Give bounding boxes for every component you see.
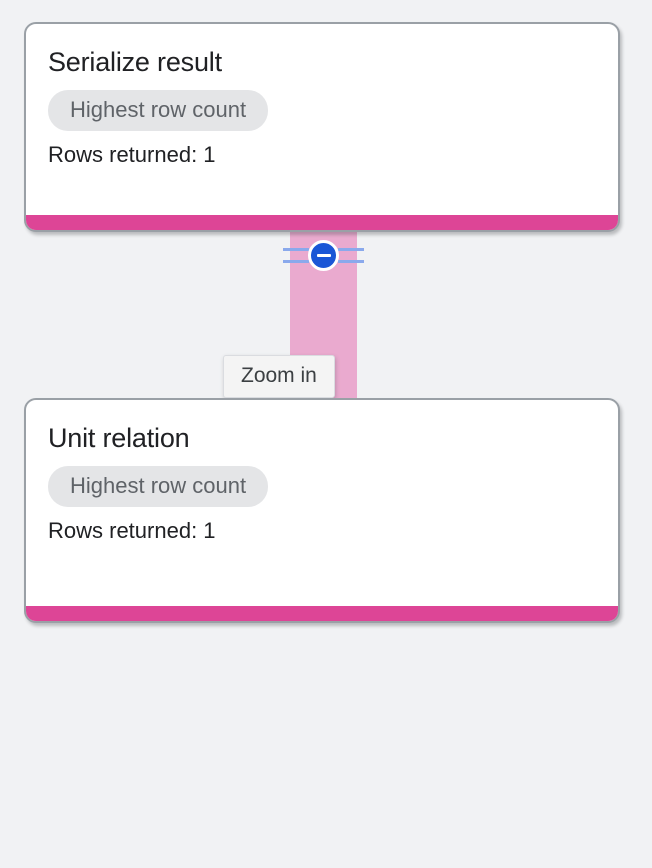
edge-rule-lines xyxy=(283,240,364,271)
node-card-serialize-result[interactable]: Serialize result Highest row count Rows … xyxy=(24,22,620,232)
edge-rule-line-left-lower xyxy=(283,260,309,263)
node-card-body: Unit relation Highest row count Rows ret… xyxy=(26,400,618,606)
edge-zoom-control[interactable] xyxy=(283,240,364,271)
edge-rule-line-right-lower xyxy=(338,260,364,263)
node-accent-bar xyxy=(26,215,618,230)
node-badge-highest-row-count: Highest row count xyxy=(48,466,269,507)
node-rows-returned: Rows returned: 1 xyxy=(48,518,216,543)
node-card-unit-relation[interactable]: Unit relation Highest row count Rows ret… xyxy=(24,398,620,623)
node-accent-bar xyxy=(26,606,618,621)
minus-glyph xyxy=(316,254,331,257)
node-rows-returned: Rows returned: 1 xyxy=(48,142,216,167)
node-badge-highest-row-count: Highest row count xyxy=(48,90,269,131)
node-title: Unit relation xyxy=(48,423,190,453)
node-card-body: Serialize result Highest row count Rows … xyxy=(26,24,618,215)
edge-rule-line-right-upper xyxy=(338,248,364,251)
zoom-in-tooltip: Zoom in xyxy=(223,355,335,398)
node-title: Serialize result xyxy=(48,47,222,77)
edge-rule-line-left-upper xyxy=(283,248,309,251)
minus-icon[interactable] xyxy=(308,240,339,271)
